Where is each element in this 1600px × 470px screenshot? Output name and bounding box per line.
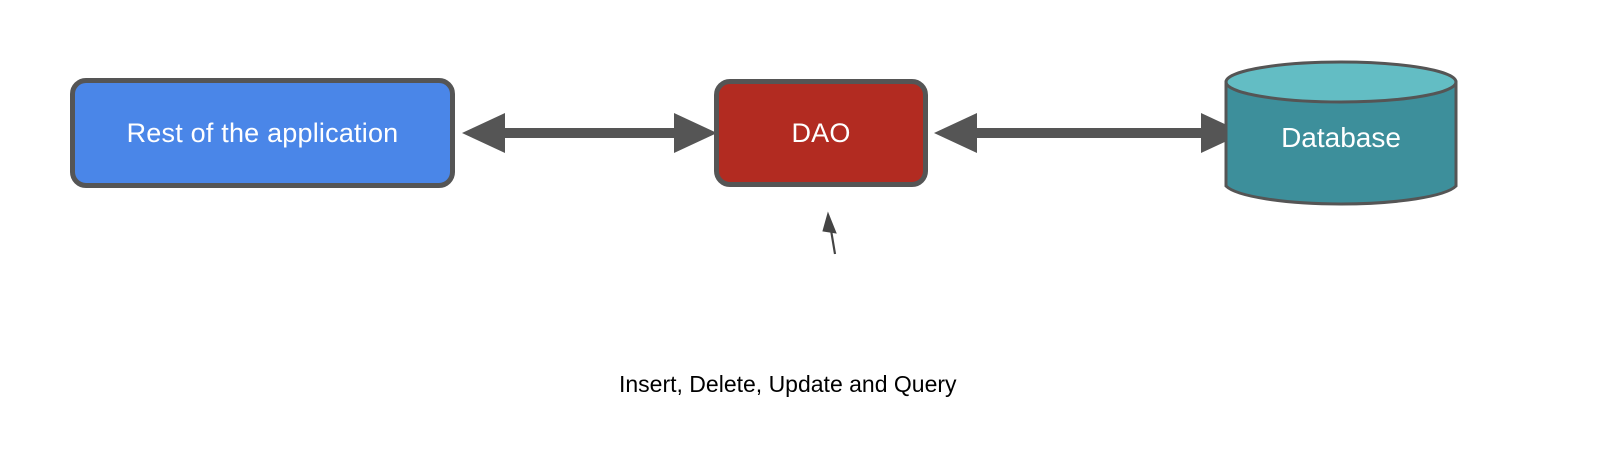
arrowhead-right xyxy=(1201,113,1244,153)
arrowhead-left xyxy=(462,113,505,153)
connector-shaft xyxy=(503,128,676,138)
node-label-app: Rest of the application xyxy=(126,117,399,148)
connector-shaft xyxy=(975,128,1201,138)
arrowhead-right xyxy=(674,113,717,153)
connector-dao-database-double-arrow xyxy=(934,113,1244,153)
cylinder-top xyxy=(1224,60,1458,104)
caption-line-1: Insert, Delete, Update and Query xyxy=(619,371,957,397)
caption-text-block: Insert, Delete, Update and Query data fr… xyxy=(619,269,1039,470)
node-label-database: Database xyxy=(1224,124,1458,152)
cylinder-body xyxy=(1224,80,1458,206)
node-database-cylinder[interactable] xyxy=(1224,60,1458,208)
arrowhead-left xyxy=(934,113,977,153)
node-label-dao: DAO xyxy=(791,117,851,148)
node-dao[interactable]: DAO xyxy=(714,79,928,187)
thin-arrowhead xyxy=(822,211,837,234)
connector-app-dao-double-arrow xyxy=(462,113,717,153)
node-label-database-text: Database xyxy=(1281,122,1401,153)
node-rest-of-the-application[interactable]: Rest of the application xyxy=(70,78,455,188)
connector-caption-to-dao-arrow xyxy=(822,211,837,255)
